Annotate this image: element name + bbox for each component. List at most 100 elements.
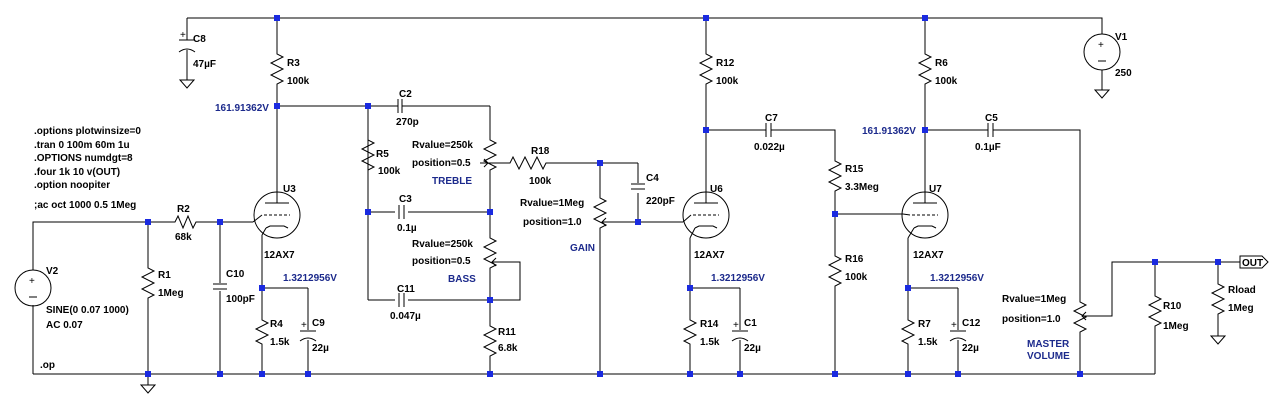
resistor-rload (1210, 278, 1226, 318)
bass-position: position=0.5 (412, 256, 471, 267)
capacitor-c8: + (178, 30, 196, 80)
triode-u7 (901, 191, 949, 239)
svg-text:+: + (733, 320, 739, 331)
u3-value: 12AX7 (264, 250, 295, 261)
r5-name: R5 (376, 149, 389, 160)
r16-value: 100k (845, 272, 868, 283)
c1-value: 22µ (744, 343, 761, 354)
u6-value: 12AX7 (694, 250, 725, 261)
potentiometer-treble (480, 135, 498, 175)
c10-name: C10 (226, 269, 245, 280)
r18-value: 100k (529, 176, 552, 187)
capacitor-c1: + (731, 320, 749, 342)
resistor-r18 (503, 155, 555, 171)
c12-name: C12 (962, 318, 981, 329)
node-voltage-u6-cathode: 1.3212956V (711, 273, 765, 284)
c5-name: C5 (985, 113, 998, 124)
resistor-r4 (254, 316, 270, 346)
c2-value: 270p (396, 117, 419, 128)
v1-name: V1 (1115, 32, 1128, 43)
r2-value: 68k (175, 232, 192, 243)
resistor-r1 (140, 262, 156, 300)
potentiometer-bass (482, 232, 500, 272)
ground-icon (1093, 89, 1111, 99)
ground-icon (1209, 335, 1227, 345)
u3-name: U3 (283, 184, 296, 195)
triode-u6 (682, 191, 730, 239)
junctions (145, 15, 1221, 377)
voltage-source-v2: + (14, 269, 52, 307)
master-label: MASTER (1027, 339, 1070, 350)
svg-text:+: + (29, 276, 35, 287)
capacitor-c12: + (949, 320, 967, 342)
net-label-out: OUT (1239, 255, 1269, 269)
master-rvalue: Rvalue=1Meg (1002, 294, 1066, 305)
bass-label: BASS (448, 274, 476, 285)
svg-text:+: + (951, 320, 957, 331)
c2-name: C2 (399, 89, 412, 100)
r16-name: R16 (845, 254, 864, 265)
resistor-r7 (900, 316, 916, 346)
capacitor-c11 (398, 293, 405, 307)
directive-line: .OPTIONS numdgt=8 (34, 153, 133, 164)
resistor-r3 (269, 48, 285, 88)
svg-text:+: + (180, 30, 186, 41)
r1-value: 1Meg (158, 288, 184, 299)
spice-directives: .options plotwinsize=0 .tran 0 100m 60m … (34, 126, 141, 371)
c8-value: 47µF (193, 59, 216, 70)
r14-value: 1.5k (700, 337, 720, 348)
directive-line: .tran 0 100m 60m 1u (34, 140, 130, 151)
capacitor-c10 (213, 283, 227, 290)
r18-name: R18 (531, 146, 550, 157)
capacitor-c9: + (299, 320, 317, 342)
node-voltage-u3-plate: 161.91362V (215, 103, 269, 114)
c7-name: C7 (765, 113, 778, 124)
master-position: position=1.0 (1002, 314, 1061, 325)
u7-name: U7 (929, 184, 942, 195)
c8-name: C8 (193, 34, 206, 45)
v1-value: 250 (1115, 68, 1132, 79)
svg-text:+: + (1098, 40, 1104, 51)
rload-value: 1Meg (1228, 303, 1254, 314)
c12-value: 22µ (962, 343, 979, 354)
directive-line: .option noopiter (34, 180, 110, 191)
c11-name: C11 (397, 284, 415, 295)
directive-line: .four 1k 10 v(OUT) (34, 167, 120, 178)
treble-position: position=0.5 (412, 158, 471, 169)
bass-rvalue: Rvalue=250k (412, 239, 473, 250)
u7-value: 12AX7 (913, 250, 944, 261)
capacitor-c7 (762, 123, 776, 137)
c4-name: C4 (646, 173, 659, 184)
r15-name: R15 (845, 164, 864, 175)
resistor-r16 (827, 250, 843, 290)
r5-value: 100k (378, 166, 401, 177)
gain-rvalue: Rvalue=1Meg (520, 198, 584, 209)
r4-name: R4 (270, 319, 283, 330)
resistor-r14 (682, 316, 698, 346)
v2-line1: SINE(0 0.07 1000) (46, 305, 129, 316)
voltage-source-v1: + (1083, 33, 1121, 90)
capacitor-c2 (386, 99, 412, 113)
c10-value: 100pF (226, 294, 255, 305)
c3-value: 0.1µ (397, 223, 417, 234)
r4-value: 1.5k (270, 337, 290, 348)
potentiometer-master-volume (1072, 296, 1090, 336)
r3-value: 100k (287, 76, 310, 87)
resistor-r12 (698, 48, 714, 88)
treble-label: TREBLE (432, 176, 472, 187)
op-directive: .op (40, 360, 55, 371)
net-label-out-text: OUT (1242, 258, 1263, 269)
v2-name: V2 (46, 266, 59, 277)
c9-value: 22µ (312, 343, 329, 354)
r10-name: R10 (1163, 301, 1182, 312)
r14-name: R14 (700, 319, 719, 330)
node-voltage-u3-cathode: 1.3212956V (283, 273, 337, 284)
r7-name: R7 (918, 319, 931, 330)
directive-line: .options plotwinsize=0 (34, 126, 141, 137)
r2-name: R2 (177, 204, 190, 215)
r11-name: R11 (498, 327, 516, 338)
resistor-r6 (917, 48, 933, 88)
v2-line2: AC 0.07 (46, 320, 83, 331)
resistor-r5 (360, 134, 376, 176)
svg-text:+: + (301, 320, 307, 331)
